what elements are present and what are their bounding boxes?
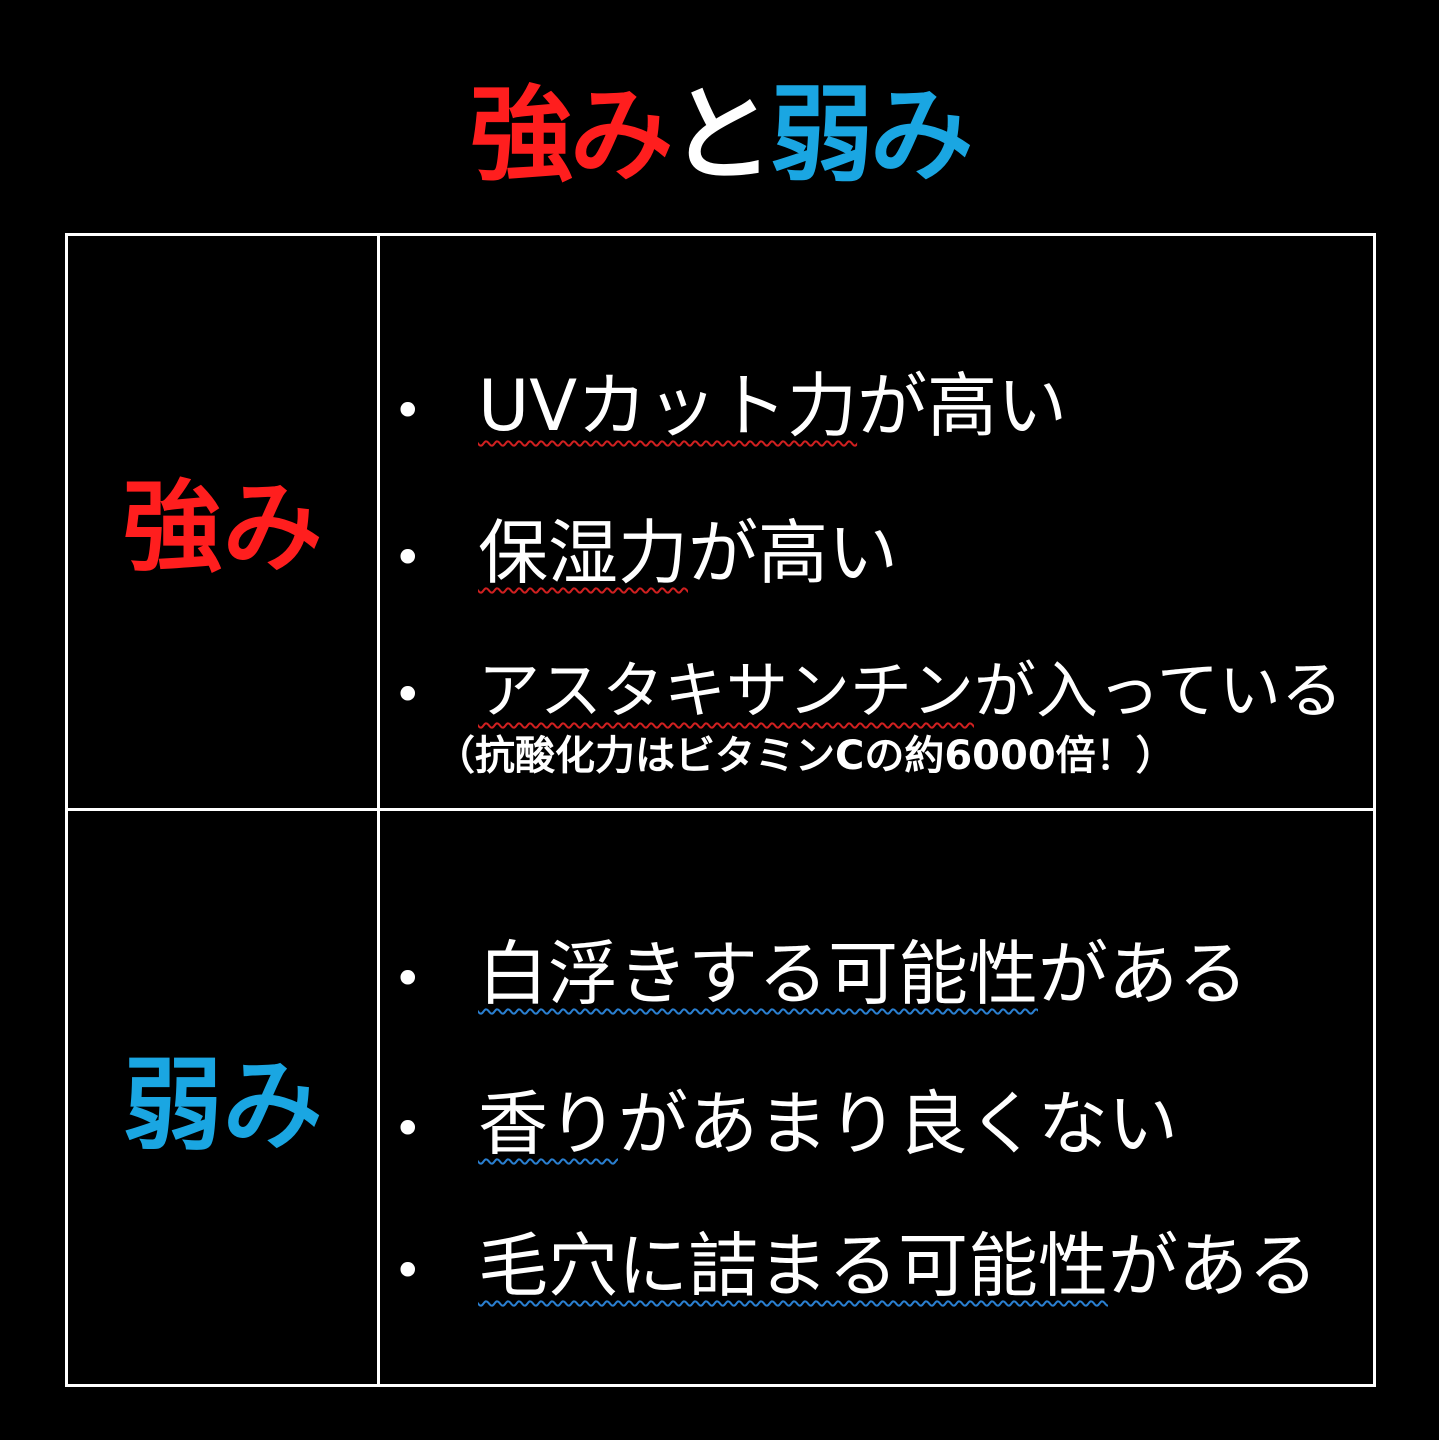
strengths-weaknesses-table: 強み •UVカット力が高い •保湿力が高い •アスタキサンチンが入っている （抗… [65,233,1376,1387]
strength-item: • 保湿力が高い [393,508,898,603]
strength-item: • UVカット力が高い [393,361,1067,456]
strength-note: （抗酸化力はビタミンCの約6000倍！） [435,733,1176,779]
bullet: • [393,1241,423,1300]
weakness-item: • 白浮きする可能性がある [393,929,1248,1024]
title-strengths: 強み [469,74,673,196]
item-text-underlined: 白浮きする可能性 [478,933,1038,1015]
row-divider [68,808,1373,811]
item-text: が入っている [974,654,1343,727]
item-text-underlined: アスタキサンチン [478,654,975,727]
slide-title: 強みと弱み [0,70,1439,200]
item-text: がある [1038,933,1248,1015]
bullet: • [393,1099,423,1158]
item-text: がある [1108,1225,1318,1307]
item-text-underlined: UVカット力 [478,365,858,447]
item-text: が高い [688,512,898,594]
weakness-item: • 香りがあまり良くない [393,1079,1178,1174]
weakness-item: • 毛穴に詰まる可能性がある [393,1221,1318,1316]
item-text-underlined: 保湿力 [478,512,688,594]
bullet: • [393,381,423,440]
item-text-underlined: 毛穴に詰まる可能性 [478,1225,1108,1307]
title-and: と [669,74,773,196]
strengths-label: 強み [122,469,323,586]
bullet: • [393,665,423,724]
weaknesses-label: 弱み [122,1047,323,1164]
item-text-underlined: 香り [478,1083,618,1165]
title-weaknesses: 弱み [769,74,974,196]
item-text: が高い [857,365,1068,447]
bullet: • [393,949,423,1008]
bullet: • [393,528,423,587]
item-text: があまり良くない [618,1083,1178,1165]
strength-item: • アスタキサンチンが入っている [393,646,1343,740]
